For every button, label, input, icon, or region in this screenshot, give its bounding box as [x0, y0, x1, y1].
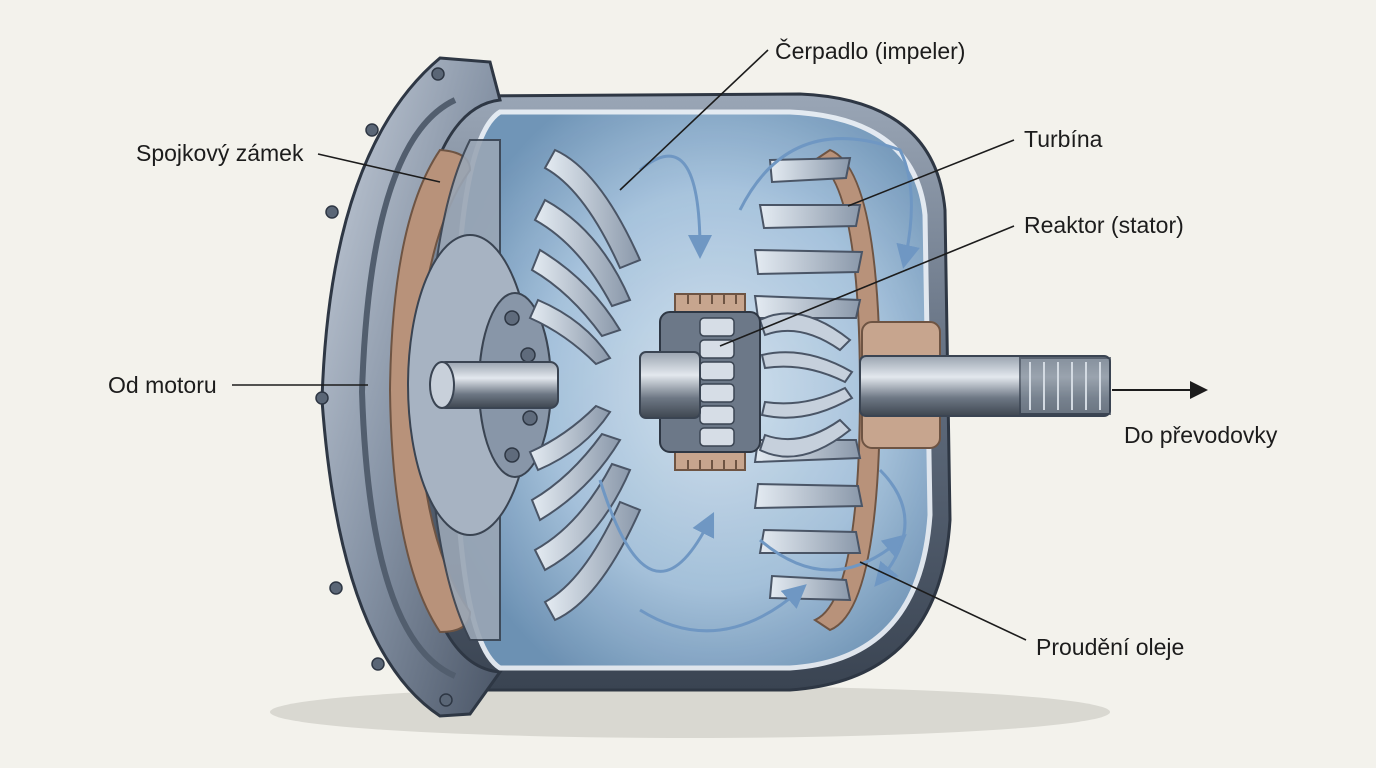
label-clutch-lock: Spojkový zámek: [136, 140, 304, 166]
leader-pump: [619, 49, 769, 191]
spline-grooves: [1029, 362, 1101, 410]
stator-gear-top: [674, 293, 746, 313]
turbine-runner: [753, 156, 864, 602]
output-shaft-spline: [1019, 357, 1111, 415]
label-transmission-output: Do převodovky: [1124, 422, 1278, 448]
leader-turbine: [847, 139, 1015, 207]
front-cover-rim: [358, 97, 457, 679]
label-turbine: Turbína: [1024, 126, 1103, 152]
label-oil-flow: Proudění oleje: [1036, 634, 1185, 660]
label-reactor: Reaktor (stator): [1024, 212, 1184, 238]
label-pump: Čerpadlo (impeler): [775, 38, 966, 64]
inner-spline-shaft: [639, 351, 701, 419]
cover-bolts: [315, 67, 453, 707]
leader-reactor: [719, 225, 1015, 347]
reactor-stator: [758, 312, 854, 458]
ground-shadow: [270, 686, 1110, 738]
leader-clutch-lock: [317, 153, 441, 183]
leader-lines: [232, 49, 1027, 641]
input-stub-shaft: [437, 361, 559, 409]
leader-oil-flow: [859, 561, 1027, 641]
stator-gear-bottom: [674, 451, 746, 471]
oil-flow-arrows: [598, 137, 920, 633]
gear-teeth: [687, 294, 737, 470]
pump-impeller: [528, 148, 642, 622]
input-stub-face: [429, 361, 455, 409]
label-engine-input: Od motoru: [108, 372, 217, 398]
bearing-rollers: [699, 317, 735, 447]
